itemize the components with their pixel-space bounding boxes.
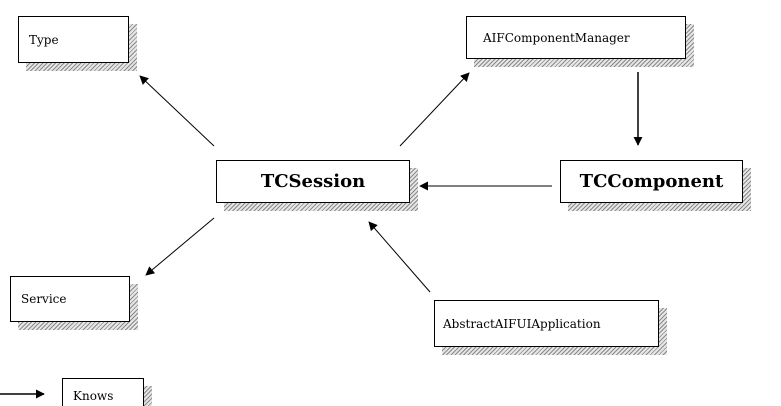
tc-component-box: TCComponent: [560, 160, 743, 203]
arrow-tcsession-to-type: [139, 75, 215, 147]
type-label: Type: [29, 32, 59, 47]
abstract-aifui-application-label: AbstractAIFUIApplication: [443, 316, 601, 331]
legend-label: Knows: [73, 389, 114, 403]
tc-component-label: TCComponent: [579, 170, 724, 192]
abstract-aifui-application-box: AbstractAIFUIApplication: [434, 300, 659, 347]
service-label: Service: [21, 292, 67, 306]
tc-session-box: TCSession: [216, 160, 410, 203]
aif-component-manager-label: AIFComponentManager: [483, 30, 630, 45]
aif-component-manager-box: AIFComponentManager: [466, 16, 686, 59]
arrow-tcsession-to-service: [145, 217, 215, 276]
arrow-tcsession-to-aifcomponentmanager: [399, 72, 470, 147]
service-box: Service: [10, 276, 130, 322]
type-box: Type: [18, 16, 129, 63]
tc-session-label: TCSession: [260, 170, 366, 192]
legend-box: Knows: [62, 378, 144, 406]
arrow-abstractaifuiapplication-to-tcsession: [368, 221, 431, 293]
